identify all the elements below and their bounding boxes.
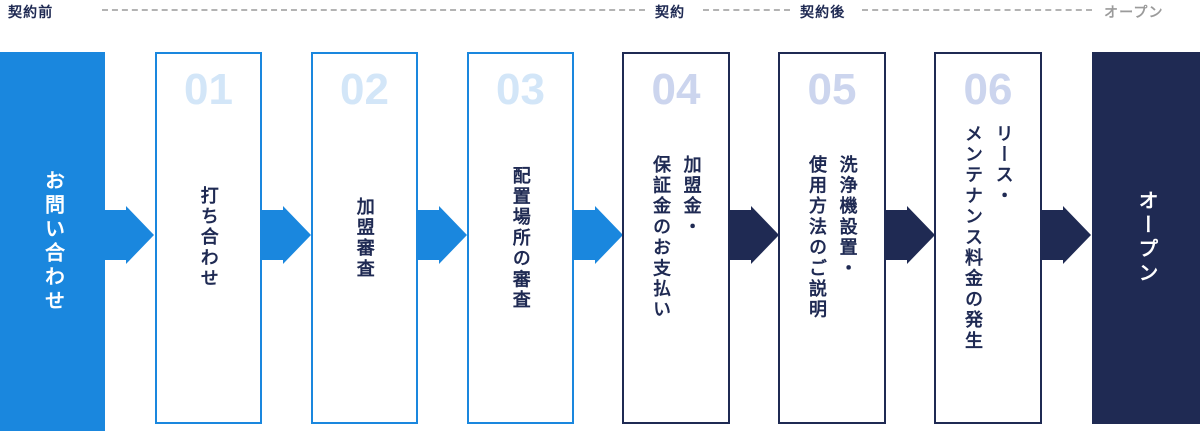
dashed-line: [862, 9, 1092, 11]
arrow-right-icon: [105, 206, 154, 264]
arrow-head: [283, 206, 311, 264]
step-label: 洗浄機設置・ 使用方法のご説明: [807, 155, 858, 321]
arrow-head: [1063, 206, 1091, 264]
arrow-tail: [1042, 210, 1063, 260]
arrow-tail: [574, 210, 595, 260]
dashed-line: [703, 9, 790, 11]
step-number: 06: [963, 65, 1013, 114]
phase-label-open: オープン: [1104, 4, 1164, 20]
step-label: 加盟審査: [354, 196, 375, 280]
step-number: 01: [184, 65, 233, 114]
arrow-head: [595, 206, 623, 264]
bottom-white-notch: [730, 355, 778, 431]
phase-label-before-contract: 契約前: [8, 4, 54, 20]
step-box-05: 05 洗浄機設置・ 使用方法のご説明: [778, 52, 886, 424]
arrow-tail: [418, 210, 439, 260]
step-box-03: 03 配置場所の審査: [467, 52, 574, 424]
step-number: 02: [340, 65, 389, 114]
step-label: オープン: [1135, 190, 1157, 286]
arrow-right-icon: [886, 206, 935, 264]
arrow-tail: [105, 210, 126, 260]
step-number: 04: [651, 65, 701, 114]
arrow-head: [907, 206, 935, 264]
arrow-right-icon: [262, 206, 311, 264]
step-label: 配置場所の審査: [510, 165, 531, 311]
phase-label-contract: 契約: [655, 4, 686, 20]
arrow-head: [126, 206, 154, 264]
phase-label-after-contract: 契約後: [800, 4, 846, 20]
arrow-right-icon: [1042, 206, 1091, 264]
arrow-right-icon: [418, 206, 467, 264]
step-number: 05: [807, 65, 857, 114]
arrow-right-icon: [730, 206, 779, 264]
step-label: お問い合わせ: [41, 169, 64, 314]
step-label: リース・ メンテナンス料金の発生: [963, 124, 1014, 352]
step-box-04: 04 加盟金・ 保証金のお支払い: [622, 52, 730, 424]
step-label: 加盟金・ 保証金のお支払い: [651, 155, 702, 321]
step-box-02: 02 加盟審査: [311, 52, 418, 424]
step-box-inquiry: お問い合わせ: [0, 52, 105, 431]
arrow-head: [439, 206, 467, 264]
dashed-line: [102, 9, 645, 11]
step-number: 03: [496, 65, 545, 114]
arrow-head: [751, 206, 779, 264]
arrow-tail: [262, 210, 283, 260]
arrow-tail: [730, 210, 751, 260]
step-box-01: 01 打ち合わせ: [155, 52, 262, 424]
step-box-open: オープン: [1092, 52, 1200, 424]
arrow-right-icon: [574, 206, 623, 264]
arrow-tail: [886, 210, 907, 260]
step-box-06: 06 リース・ メンテナンス料金の発生: [934, 52, 1042, 424]
step-label: 打ち合わせ: [198, 186, 219, 290]
